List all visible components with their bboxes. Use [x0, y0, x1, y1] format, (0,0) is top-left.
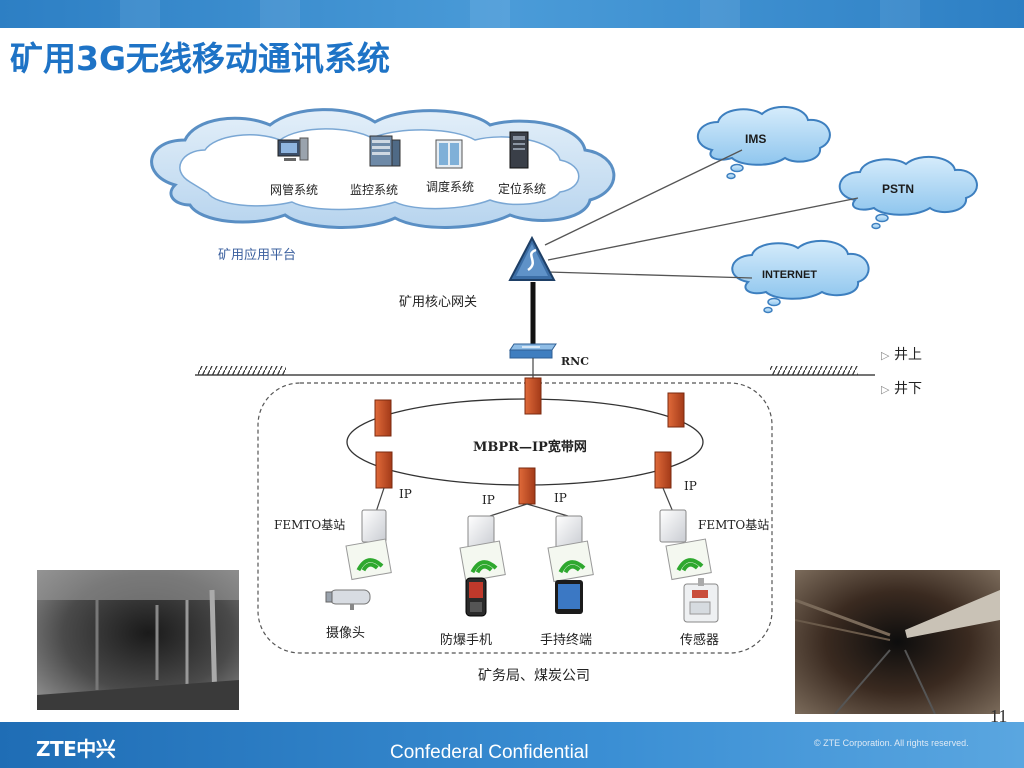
- femto-label-left: FEMTO基站: [274, 518, 345, 532]
- copyright-label: © ZTE Corporation. All rights reserved.: [814, 738, 969, 748]
- firewall-icon: [374, 377, 685, 505]
- zone-label: 矿务局、煤炭公司: [478, 668, 590, 684]
- system-label-monitor: 监控系统: [350, 183, 398, 197]
- below-ground-label: 井下: [894, 381, 922, 397]
- ip-label-1: IP: [399, 487, 412, 501]
- gateway-router-icon: [508, 235, 556, 281]
- rnc-label: RNC: [561, 355, 589, 368]
- device-label-sensor: 传感器: [680, 632, 719, 648]
- server-rack-icon: [369, 135, 401, 167]
- system-label-network: 网管系统: [270, 182, 318, 197]
- tablet-icon: [555, 580, 583, 614]
- wifi-signal-icon: [345, 538, 712, 583]
- confidential-label: Confederal Confidential: [390, 742, 589, 763]
- computer-icon: [277, 137, 309, 161]
- femto-base-station-icon: [361, 509, 687, 549]
- phone-icon: [465, 577, 487, 617]
- ground-hatch-right: [770, 366, 858, 375]
- ip-label-2: IP: [482, 493, 495, 507]
- mine-photo-right: [795, 570, 1000, 714]
- underground-zone: [257, 382, 773, 654]
- system-label-location: 定位系统: [498, 181, 546, 196]
- femto-links: [375, 487, 674, 517]
- pstn-label: PSTN: [882, 182, 914, 196]
- internet-cloud: [731, 239, 870, 314]
- rnc-switch-icon: [509, 343, 557, 359]
- device-label-phone: 防爆手机: [440, 632, 492, 648]
- ground-hatch-left: [198, 366, 286, 375]
- ims-label: IMS: [745, 132, 766, 146]
- zte-logo: ZTE中兴: [36, 737, 116, 761]
- arrow-below-icon: ▷: [881, 384, 890, 396]
- sensor-icon: [683, 578, 719, 623]
- mine-photo-left: [37, 570, 239, 710]
- ring-label: MBPR—IP宽带网: [473, 439, 587, 455]
- page-title: 矿用3G无线移动通讯系统: [10, 39, 391, 78]
- device-label-camera: 摄像头: [326, 626, 365, 641]
- femto-label-right: FEMTO基站: [698, 518, 769, 532]
- platform-cloud: [150, 108, 616, 229]
- device-label-handheld: 手持终端: [540, 632, 592, 648]
- ip-label-3: IP: [554, 491, 567, 505]
- above-ground-label: 井上: [894, 347, 922, 363]
- footer-bar: [0, 722, 1024, 768]
- internet-label: INTERNET: [762, 269, 817, 281]
- arrow-above-icon: ▷: [881, 350, 890, 362]
- ip-label-4: IP: [684, 479, 697, 493]
- system-label-dispatch: 调度系统: [426, 179, 474, 194]
- pstn-cloud: [838, 155, 978, 230]
- camera-icon: [325, 589, 371, 610]
- gateway-links: [544, 149, 859, 279]
- top-banner: [0, 0, 1024, 28]
- tower-server-icon: [509, 131, 529, 169]
- page-number: 11: [990, 706, 1008, 726]
- platform-label: 矿用应用平台: [218, 247, 296, 263]
- server-cabinet-icon: [435, 139, 463, 169]
- ims-cloud: [696, 105, 831, 180]
- core-gateway-label: 矿用核心网关: [399, 295, 477, 310]
